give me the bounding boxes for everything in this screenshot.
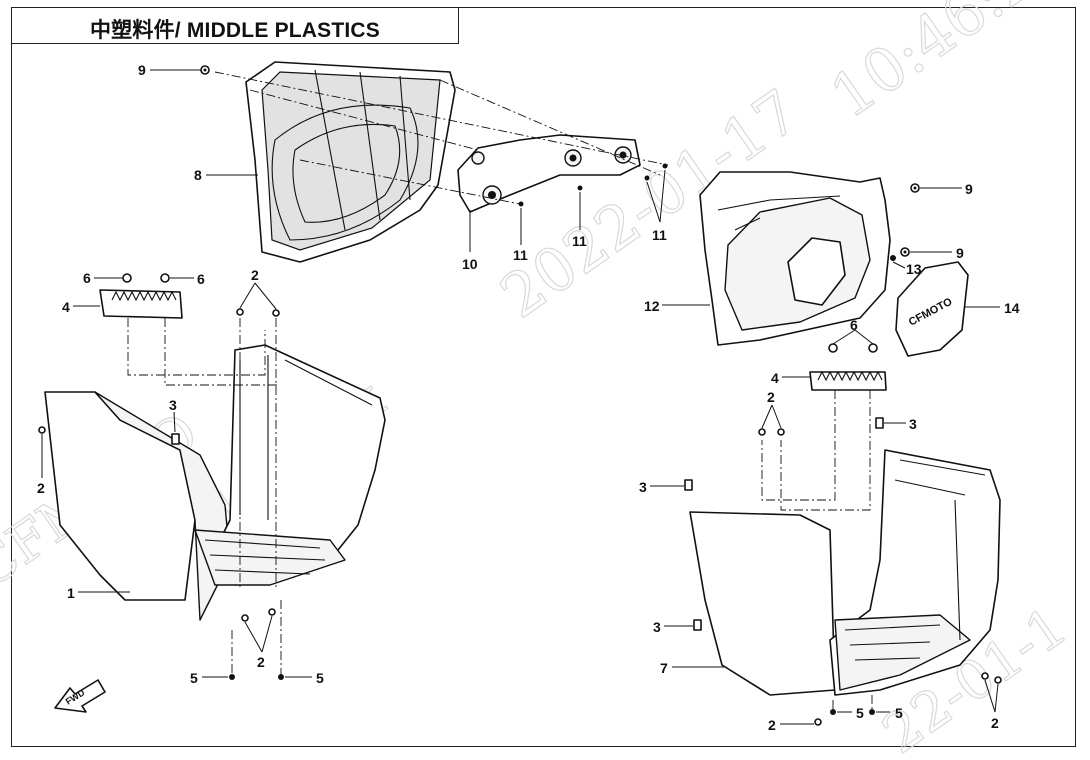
callout-3: 3	[169, 397, 177, 413]
part-12-side-cover	[699, 171, 891, 346]
callout-5: 5	[190, 670, 198, 686]
drawing-frame	[11, 7, 1076, 747]
callout-4: 4	[771, 370, 779, 386]
page-title: 中塑料件/ MIDDLE PLASTICS	[89, 19, 381, 42]
callout-3: 3	[909, 416, 917, 432]
callout-11: 11	[572, 233, 587, 249]
callout-2: 2	[251, 267, 259, 283]
part-2-3-5-fasteners-right	[684, 417, 1002, 726]
part-10-bracket	[457, 134, 641, 213]
part-6-screws-right	[828, 343, 878, 353]
callout-9: 9	[965, 181, 973, 197]
part-13-grommet	[890, 255, 896, 261]
callout-5: 5	[856, 705, 864, 721]
callout-6: 6	[83, 270, 91, 286]
part-1-footwell-left	[44, 344, 386, 621]
part-9-screw-right	[900, 183, 920, 257]
callout-2: 2	[991, 715, 999, 731]
title-box: 中塑料件/ MIDDLE PLASTICS	[11, 7, 459, 44]
callout-11: 11	[652, 227, 667, 243]
callout-3: 3	[653, 619, 661, 635]
part-4-grip-plate-left	[99, 289, 183, 319]
part-7-footwell-right	[689, 449, 1001, 696]
callout-12: 12	[644, 298, 660, 314]
fwd-arrow-icon: FWD	[54, 679, 106, 713]
callout-6: 6	[850, 317, 858, 333]
callout-14: 14	[1004, 300, 1020, 316]
callout-labels: 9 8 10 11 11 11 9 9 13 12 14 6 6 4 2 3 2…	[37, 62, 1020, 733]
part-6-screws-left	[122, 273, 170, 283]
callout-11: 11	[513, 247, 528, 263]
part-4-grip-plate-right	[809, 370, 887, 391]
part-9-screw	[200, 65, 210, 75]
callout-8: 8	[194, 167, 202, 183]
callout-2: 2	[257, 654, 265, 670]
callout-5: 5	[895, 705, 903, 721]
part-2-3-5-fasteners-left	[38, 308, 284, 680]
watermark-time: 10:46:2	[818, 0, 1048, 132]
callout-10: 10	[462, 256, 478, 272]
part-14-logo-panel: CFMOTO	[895, 261, 969, 357]
callout-7: 7	[660, 660, 668, 676]
callout-2: 2	[37, 480, 45, 496]
callout-9: 9	[138, 62, 146, 78]
callout-2: 2	[768, 717, 776, 733]
callout-3: 3	[639, 479, 647, 495]
callout-5: 5	[316, 670, 324, 686]
callout-2: 2	[767, 389, 775, 405]
callout-1: 1	[67, 585, 75, 601]
callout-leaders	[41, 69, 1000, 725]
callout-6: 6	[197, 271, 205, 287]
callout-4: 4	[62, 299, 70, 315]
callout-9: 9	[956, 245, 964, 261]
part-8-storage-frame	[245, 61, 456, 263]
callout-13: 13	[906, 261, 922, 277]
